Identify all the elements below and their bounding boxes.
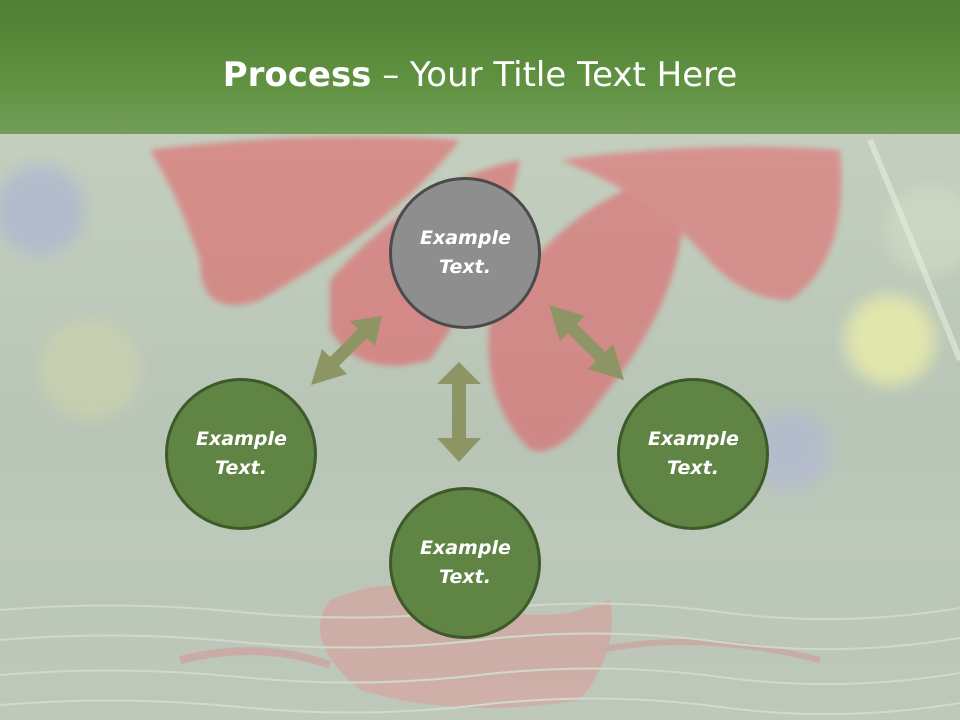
title-bold: Process xyxy=(222,55,372,95)
node-bottom-label: Example Text. xyxy=(420,537,511,588)
arrow-top-left xyxy=(311,316,382,385)
arrow-vertical xyxy=(437,362,481,462)
node-right[interactable]: Example Text. xyxy=(617,378,769,530)
title-rest: – Your Title Text Here xyxy=(371,55,738,95)
node-top-label: Example Text. xyxy=(420,227,511,278)
slide-title: Process – Your Title Text Here xyxy=(0,50,960,100)
node-left-label: Example Text. xyxy=(196,428,287,479)
arrow-top-right xyxy=(549,305,624,380)
node-right-label: Example Text. xyxy=(648,428,739,479)
node-bottom[interactable]: Example Text. xyxy=(389,487,541,639)
title-bar xyxy=(0,0,960,134)
node-top[interactable]: Example Text. xyxy=(389,177,541,329)
node-left[interactable]: Example Text. xyxy=(165,378,317,530)
